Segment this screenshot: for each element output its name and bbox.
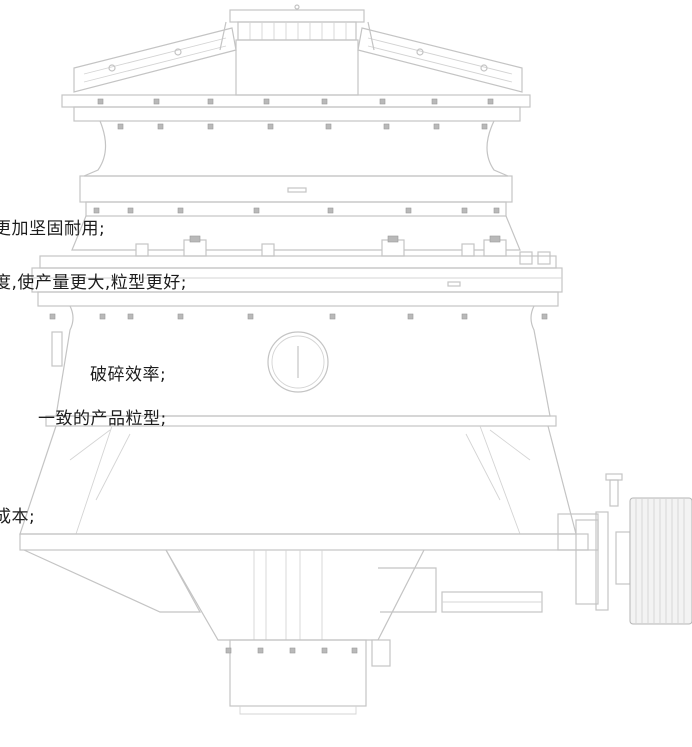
- v-belt-pulley: [629, 497, 692, 625]
- feature-text-3: 破碎效率;: [90, 365, 167, 385]
- bottom-frame: [19, 533, 589, 715]
- feature-text-4: 一致的产品粒型;: [38, 409, 167, 429]
- feature-text-5: 成本;: [0, 507, 36, 527]
- adjustment-ring: [31, 215, 563, 320]
- feature-text-2: 度,使产量更大,粒型更好;: [0, 273, 188, 293]
- upper-bowl: [79, 120, 513, 217]
- countershaft: [557, 473, 631, 611]
- top-flange: [61, 94, 531, 130]
- feature-text-1: 更加坚固耐用;: [0, 219, 106, 239]
- top-cap: [229, 4, 365, 96]
- top-hood: [73, 21, 523, 93]
